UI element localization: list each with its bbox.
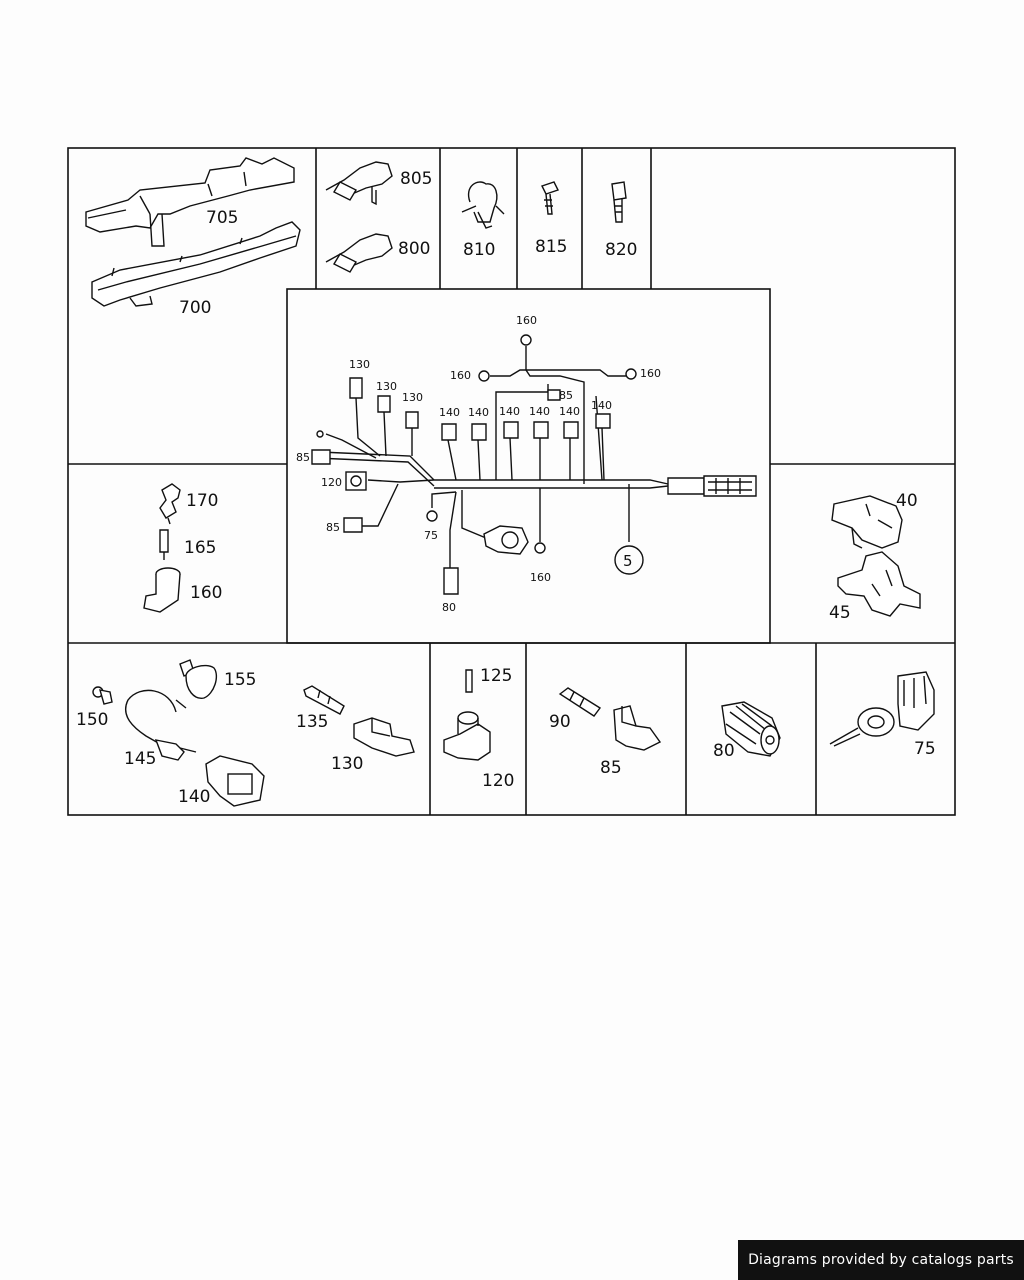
callout-40: 40 <box>896 491 918 511</box>
harness-label-160-right: 160 <box>640 367 661 380</box>
harness-label-130-c: 130 <box>402 391 423 404</box>
harness-label-120: 120 <box>321 476 342 489</box>
callout-805: 805 <box>400 169 432 189</box>
callout-700: 700 <box>179 298 211 318</box>
callout-45: 45 <box>829 603 851 623</box>
cable-duct-705-drawing <box>85 157 295 247</box>
connector-85-drawing <box>613 705 662 751</box>
cable-145-drawing <box>125 689 197 761</box>
harness-label-5: 5 <box>623 552 633 570</box>
connector-130-drawing <box>353 717 415 757</box>
callout-705: 705 <box>206 208 238 228</box>
bolt-820-drawing <box>611 181 627 223</box>
clip-810-drawing <box>461 181 505 229</box>
callout-800: 800 <box>398 239 430 259</box>
plug-75-drawing <box>829 671 935 747</box>
callout-810: 810 <box>463 240 495 260</box>
housing-40-drawing <box>831 495 903 549</box>
callout-140: 140 <box>178 787 210 807</box>
harness-label-160-bottom: 160 <box>530 571 551 584</box>
callout-155: 155 <box>224 670 256 690</box>
plug-150-drawing <box>92 686 113 705</box>
grommet-160-drawing <box>143 567 181 613</box>
diagram-frame <box>67 147 956 816</box>
harness-label-140-d: 140 <box>529 405 550 418</box>
callout-80: 80 <box>713 741 735 761</box>
wiring-harness-drawing <box>311 334 757 595</box>
harness-label-140-b: 140 <box>468 406 489 419</box>
pin-165-drawing <box>159 529 169 560</box>
callout-120: 120 <box>482 771 514 791</box>
harness-label-75: 75 <box>424 529 438 542</box>
callout-130: 130 <box>331 754 363 774</box>
callout-90: 90 <box>549 712 571 732</box>
harness-label-85-top: 85 <box>559 389 573 402</box>
harness-label-140-e: 140 <box>559 405 580 418</box>
housing-45-drawing <box>837 551 921 617</box>
callout-815: 815 <box>535 237 567 257</box>
harness-label-85-left: 85 <box>296 451 310 464</box>
callout-75: 75 <box>914 739 936 759</box>
terminal-90-drawing <box>558 687 602 717</box>
bolt-815-drawing <box>541 181 559 215</box>
terminal-135-drawing <box>303 685 345 715</box>
clip-170-drawing <box>159 483 181 525</box>
connector-140-drawing <box>205 755 265 807</box>
callout-135: 135 <box>296 712 328 732</box>
cable-duct-700-drawing <box>91 221 301 307</box>
pin-125-drawing <box>465 669 473 693</box>
harness-label-130-b: 130 <box>376 380 397 393</box>
harness-label-140-a: 140 <box>439 406 460 419</box>
attribution-footer: Diagrams provided by catalogs parts <box>738 1240 1024 1280</box>
harness-label-85-lower: 85 <box>326 521 340 534</box>
harness-label-140-f: 140 <box>591 399 612 412</box>
cable-tie-800-drawing <box>325 233 393 273</box>
harness-label-160-left: 160 <box>450 369 471 382</box>
harness-label-140-c: 140 <box>499 405 520 418</box>
callout-820: 820 <box>605 240 637 260</box>
grommet-155-drawing <box>179 659 218 699</box>
harness-label-130-a: 130 <box>349 358 370 371</box>
callout-125: 125 <box>480 666 512 686</box>
cable-tie-805-drawing <box>325 161 393 206</box>
connector-80-drawing <box>721 701 781 757</box>
callout-145: 145 <box>124 749 156 769</box>
callout-165: 165 <box>184 538 216 558</box>
sensor-120-drawing <box>443 711 491 761</box>
callout-85: 85 <box>600 758 622 778</box>
callout-170: 170 <box>186 491 218 511</box>
callout-150: 150 <box>76 710 108 730</box>
callout-160: 160 <box>190 583 222 603</box>
harness-label-160-top: 160 <box>516 314 537 327</box>
harness-label-80: 80 <box>442 601 456 614</box>
